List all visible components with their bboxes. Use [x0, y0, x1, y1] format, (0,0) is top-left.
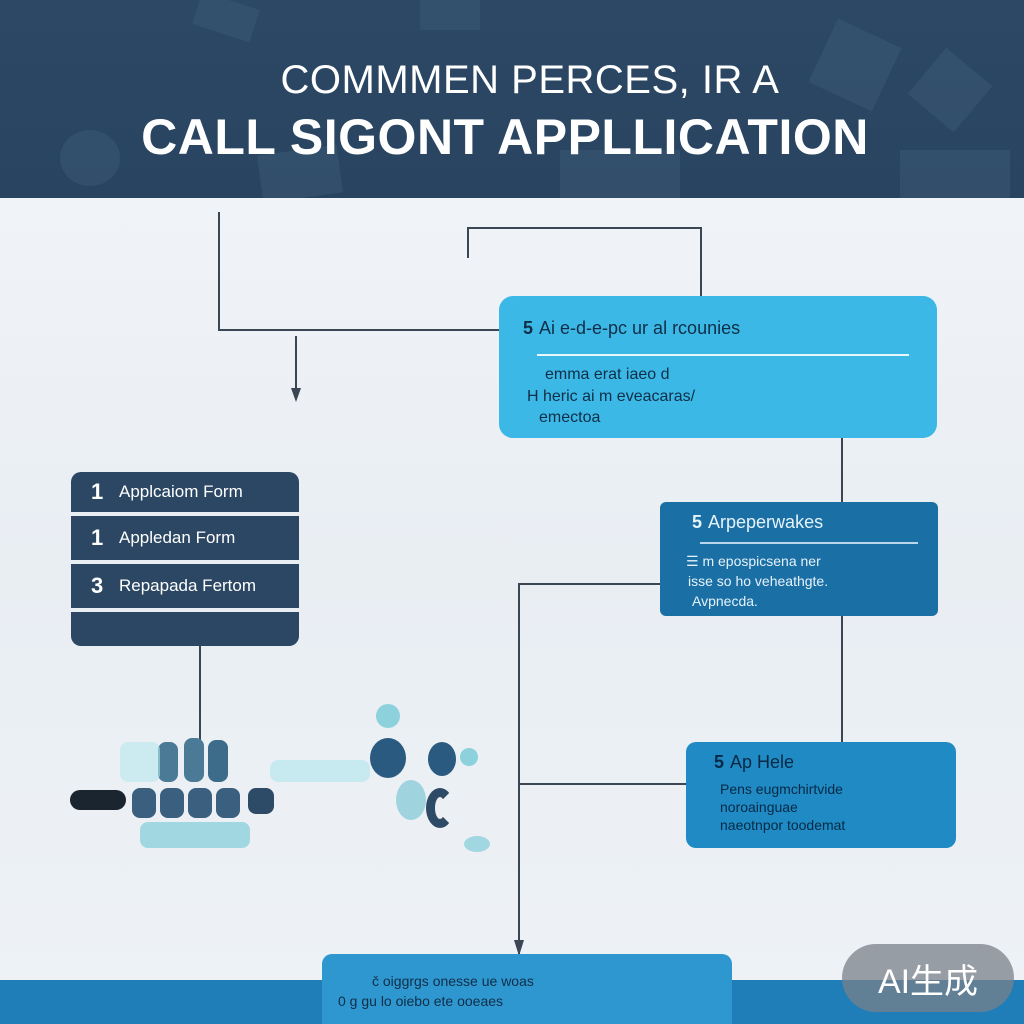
decor-shape — [420, 0, 480, 30]
blob — [132, 788, 156, 818]
blob — [464, 836, 490, 852]
blob — [70, 790, 126, 810]
decor-shape — [900, 150, 1010, 198]
ai-generated-badge: AI生成 — [842, 944, 1014, 1012]
blob — [216, 788, 240, 818]
blob — [184, 738, 204, 782]
blob — [158, 742, 178, 782]
form-item-label: Applcaiom Form — [119, 482, 243, 501]
form-list-item[interactable]: 1 Applcaiom Form — [71, 472, 299, 512]
blob — [248, 788, 274, 814]
box-heading-text: Ap Hele — [730, 752, 795, 772]
box-line: č oiggrgs onesse ue woas — [372, 973, 534, 989]
connector-line — [218, 212, 500, 331]
step-number: 5 — [523, 318, 534, 338]
box-heading-text: Arpeperwakes — [708, 512, 824, 532]
box-line: emma erat iaeo d — [545, 366, 670, 383]
blob — [426, 788, 454, 828]
box-line: noroainguae — [720, 799, 798, 815]
decor-shape — [60, 130, 120, 186]
form-item-label: Repapada Fertom — [119, 576, 257, 595]
box-line: ☰ m epospicsena ner — [686, 553, 821, 569]
form-list-item[interactable]: 1 Appledan Form — [71, 518, 299, 558]
step-number: 5 — [692, 512, 703, 532]
box-line: Pens eugmchirtvide — [720, 781, 843, 797]
page-title: CALL SIGONT APPLLICATION — [141, 109, 869, 165]
box-heading-text: Ai e-d-e-pc ur al rcounies — [539, 318, 741, 338]
connector-line — [467, 227, 702, 296]
decor-shape — [560, 150, 680, 198]
blob — [140, 822, 250, 848]
divider — [71, 560, 299, 564]
divider — [71, 512, 299, 516]
blob — [270, 760, 370, 782]
form-item-number: 1 — [91, 479, 104, 504]
form-list-panel: 1 Applcaiom Form 1 Appledan Form 3 Repap… — [71, 472, 299, 646]
blob — [428, 742, 456, 776]
form-item-label: Appledan Form — [119, 528, 236, 547]
page-subtitle: COMMMEN PERCES, IR A — [280, 58, 780, 102]
blob — [208, 740, 228, 782]
blob — [460, 748, 478, 766]
connector-line — [518, 583, 660, 960]
divider — [71, 608, 299, 612]
box-line: isse so ho veheathgte. — [688, 573, 829, 589]
box-line: naeotnpor toodemat — [720, 817, 846, 833]
divider — [700, 542, 918, 544]
box-line: 0 g gu lo oiebo ete ooeaes — [338, 993, 504, 1009]
divider — [537, 354, 909, 356]
box-line: emectoa — [539, 409, 601, 426]
arrow-head-icon — [514, 940, 524, 956]
blob — [396, 780, 426, 820]
box-line: H heric ai m eveacaras/ — [527, 388, 696, 405]
box-line: Avpnecda. — [692, 593, 758, 609]
blob — [376, 704, 400, 728]
header-banner: COMMMEN PERCES, IR A CALL SIGONT APPLLIC… — [0, 0, 1024, 198]
form-item-number: 3 — [91, 573, 104, 598]
step-number: 5 — [714, 752, 725, 772]
form-list-item[interactable]: 3 Repapada Fertom — [71, 566, 299, 606]
blob — [120, 742, 160, 782]
blob — [370, 738, 406, 778]
blob — [188, 788, 212, 818]
form-item-number: 1 — [91, 525, 104, 550]
blob — [160, 788, 184, 818]
arrow-head-icon — [291, 388, 301, 402]
info-box-bottom: č oiggrgs onesse ue woas 0 g gu lo oiebo… — [322, 954, 732, 1024]
